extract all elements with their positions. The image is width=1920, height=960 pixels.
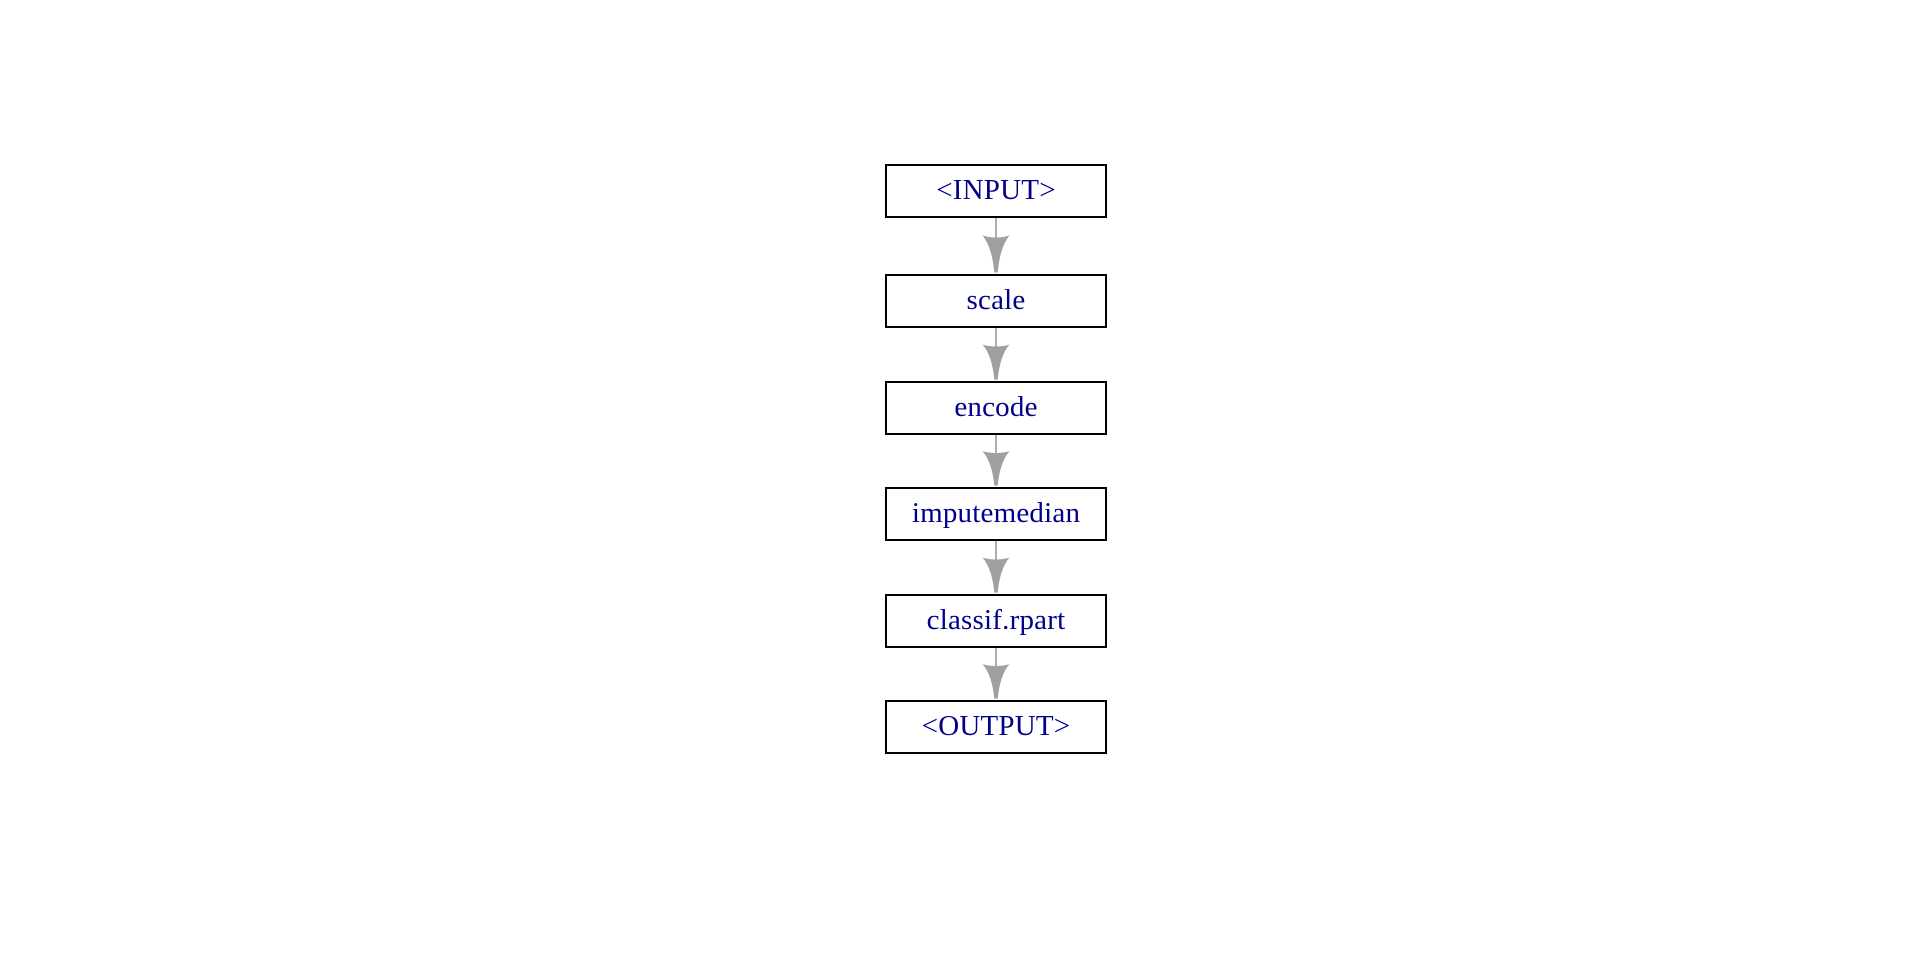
- pipeline-node-scale: scale: [885, 274, 1107, 328]
- pipeline-node-imputemedian: imputemedian: [885, 487, 1107, 541]
- flow-arrow: [982, 328, 1010, 380]
- pipeline-node-input: <INPUT>: [885, 164, 1107, 218]
- node-label-classif-rpart: classif.rpart: [926, 603, 1066, 636]
- node-label-encode: encode: [954, 390, 1038, 423]
- flow-arrow: [982, 648, 1010, 699]
- node-label-imputemedian: imputemedian: [911, 496, 1081, 529]
- pipeline-node-encode: encode: [885, 381, 1107, 435]
- flow-arrow: [982, 435, 1010, 486]
- pipeline-node-classif-rpart: classif.rpart: [885, 594, 1107, 648]
- node-label-output: <OUTPUT>: [921, 709, 1071, 742]
- node-label-scale: scale: [966, 283, 1026, 316]
- flow-arrow: [982, 541, 1010, 593]
- flow-arrow: [982, 218, 1010, 273]
- node-label-input: <INPUT>: [936, 173, 1056, 206]
- pipeline-node-output: <OUTPUT>: [885, 700, 1107, 754]
